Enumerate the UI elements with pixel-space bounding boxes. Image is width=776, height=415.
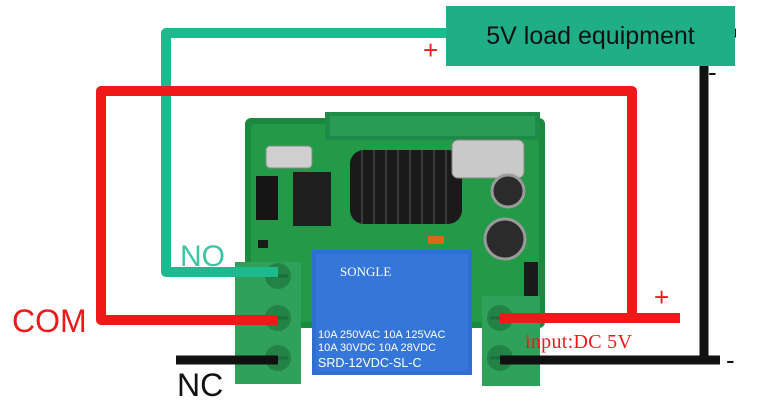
led [258, 240, 268, 248]
capacitor [490, 173, 526, 209]
relay-rating-2: 10A 30VDC 10A 28VDC [318, 342, 436, 354]
capacitor [483, 217, 527, 261]
nc-label: NC [177, 367, 224, 403]
relay-rating-1: 10A 250VAC 10A 125VAC [318, 329, 445, 341]
crystal [265, 145, 313, 169]
load-equipment-label: 5V load equipment [486, 21, 695, 50]
input-label: input:DC 5V [525, 331, 633, 353]
antenna-coil [350, 150, 462, 224]
no-wire [161, 28, 446, 277]
load-minus-sign: - [708, 57, 717, 87]
load-equipment-box: 5V load equipment [446, 6, 735, 66]
rf-module [325, 112, 540, 140]
resistor [428, 236, 444, 244]
diode [524, 262, 538, 298]
relay-brand: SONGLE [340, 264, 391, 279]
com-label: COM [12, 303, 87, 339]
input-plus-sign: + [654, 282, 670, 312]
no-label: NO [180, 240, 225, 273]
load-plus-sign: + [423, 35, 439, 65]
relay [312, 250, 472, 375]
input-minus-sign: - [726, 345, 735, 375]
ic-chip [293, 172, 331, 226]
relay-model: SRD-12VDC-SL-C [318, 356, 422, 370]
transistor [256, 176, 278, 220]
relay-label: SONGLE 10A 250VAC 10A 125VAC 10A 30VDC 1… [318, 264, 445, 370]
oscillator [451, 139, 525, 179]
